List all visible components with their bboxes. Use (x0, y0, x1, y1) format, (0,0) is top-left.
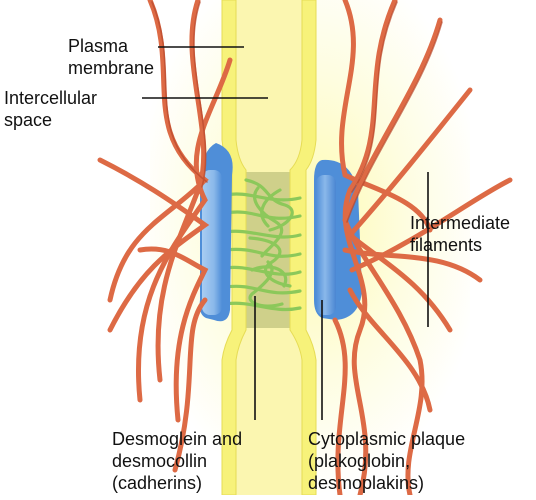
cadherins-line-2: desmocollin (112, 450, 242, 472)
intercellular-space-label: Intercellular space (4, 87, 97, 131)
intermediate-filaments-line-2: filaments (410, 234, 510, 256)
plasma-membrane-line-1: Plasma (68, 35, 154, 57)
plaque-line-2: (plakoglobin, (308, 450, 465, 472)
plaque-label: Cytoplasmic plaque (plakoglobin, desmopl… (308, 428, 465, 494)
plasma-membrane-label: Plasma membrane (68, 35, 154, 79)
left-plaque-face (202, 170, 222, 315)
cadherins-line-3: (cadherins) (112, 472, 242, 494)
intermediate-filaments-label: Intermediate filaments (410, 212, 510, 256)
cadherins-label: Desmoglein and desmocollin (cadherins) (112, 428, 242, 494)
cadherins-line-1: Desmoglein and (112, 428, 242, 450)
plaque-line-1: Cytoplasmic plaque (308, 428, 465, 450)
plasma-membrane-line-2: membrane (68, 57, 154, 79)
intercellular-space-line-2: space (4, 109, 97, 131)
intercellular-space-line-1: Intercellular (4, 87, 97, 109)
right-plaque-face (316, 175, 336, 315)
plaque-line-3: desmoplakins) (308, 472, 465, 494)
intermediate-filaments-line-1: Intermediate (410, 212, 510, 234)
